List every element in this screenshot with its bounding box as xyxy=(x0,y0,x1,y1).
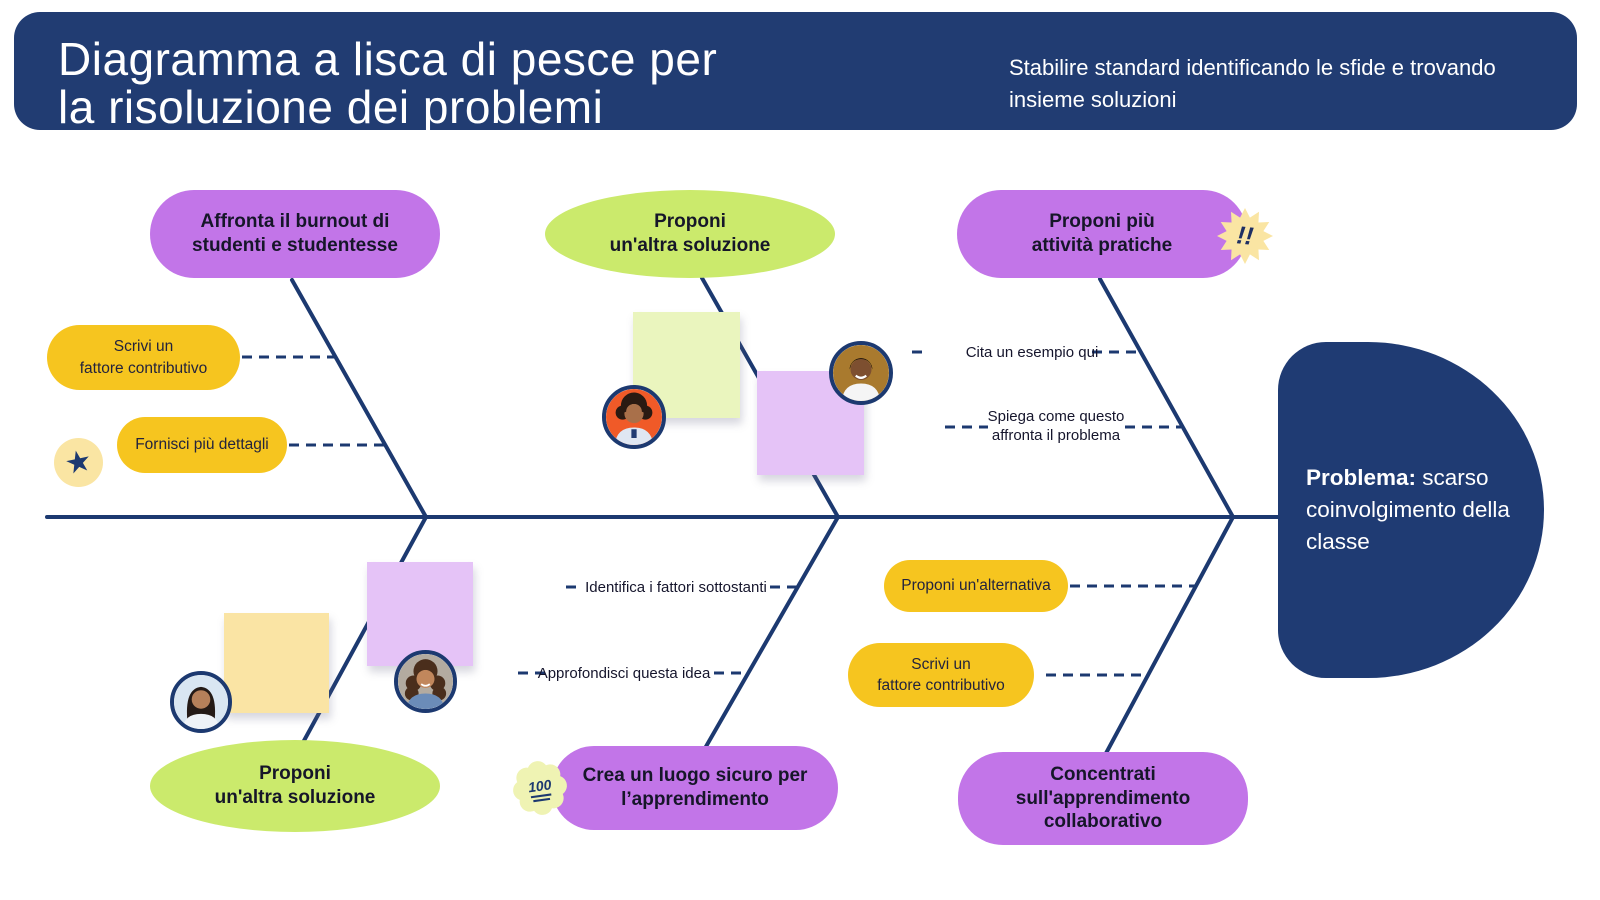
cause-ellipse-bottom-left[interactable]: Proponi un'altra soluzione xyxy=(150,740,440,832)
exclamation-icon: !! xyxy=(1235,220,1255,251)
page-subtitle: Stabilire standard identificando le sfid… xyxy=(1009,55,1496,112)
cause-bubble-bottom-mid[interactable]: Crea un luogo sicuro per l’apprendimento xyxy=(552,746,838,830)
star-icon: ★ xyxy=(61,443,95,481)
header-banner: Diagramma a lisca di pesce per la risolu… xyxy=(14,12,1577,133)
pill-label: Proponi un'alternativa xyxy=(901,577,1051,595)
avatar-collaborator-1[interactable] xyxy=(602,385,666,449)
branch-top-left xyxy=(290,278,428,519)
pill-alternative[interactable]: Proponi un'alternativa xyxy=(884,560,1068,612)
hundred-text: 100 xyxy=(527,776,553,795)
avatar-2-image xyxy=(833,345,889,401)
problem-prefix: Problema: xyxy=(1306,465,1417,491)
pill-label: Scrivi un fattore contributivo xyxy=(877,655,1005,694)
avatar-collaborator-3[interactable] xyxy=(170,671,232,733)
sticky-note-yellow[interactable] xyxy=(224,613,329,713)
hint-spiega[interactable]: Spiega come questo affronta il problema xyxy=(987,408,1125,444)
burst-icon xyxy=(1217,208,1273,264)
hint-identifica[interactable]: Identifica i fattori sottostanti xyxy=(585,579,767,596)
problem-label: Problema: scarso coinvolgimento della cl… xyxy=(1278,462,1518,558)
avatar-collaborator-2[interactable] xyxy=(829,341,893,405)
pill-contrib-bottom[interactable]: Scrivi un fattore contributivo xyxy=(848,643,1034,707)
problem-head[interactable]: Problema: scarso coinvolgimento della cl… xyxy=(1278,342,1544,678)
pill-details[interactable]: Fornisci più dettagli xyxy=(117,417,287,473)
page-title: Diagramma a lisca di pesce per la risolu… xyxy=(58,33,718,133)
hundred-badge[interactable]: 100 xyxy=(508,756,571,819)
cause-ellipse-top-mid[interactable]: Proponi un'altra soluzione xyxy=(545,190,835,278)
cause-label: Affronta il burnout di studenti e studen… xyxy=(192,211,398,256)
sticky-note-purple-bottom[interactable] xyxy=(367,562,473,666)
cause-bubble-top-left[interactable]: Affronta il burnout di studenti e studen… xyxy=(150,190,440,278)
pill-contrib-top[interactable]: Scrivi un fattore contributivo xyxy=(47,325,240,390)
hundred-icon: 100 xyxy=(513,761,567,815)
avatar-3-image xyxy=(174,675,228,729)
cause-label: Proponi un'altra soluzione xyxy=(609,211,771,256)
cause-label: Concentrati sull'apprendimento collabora… xyxy=(1015,763,1191,833)
avatar-1-image xyxy=(606,389,662,445)
cause-label: Crea un luogo sicuro per l’apprendimento xyxy=(582,765,808,810)
cause-label: Proponi più attività pratiche xyxy=(1031,211,1173,256)
branch-bottom-right xyxy=(1102,515,1235,759)
problem-text: scarso coinvolgimento della classe xyxy=(1306,465,1510,554)
hint-approfondisci[interactable]: Approfondisci questa idea xyxy=(537,665,711,682)
cause-bubble-top-right[interactable]: Proponi più attività pratiche xyxy=(957,190,1247,278)
branch-bottom-mid xyxy=(702,515,840,752)
avatar-4-image xyxy=(398,654,453,709)
cause-label: Proponi un'altra soluzione xyxy=(214,763,376,808)
pill-label: Scrivi un fattore contributivo xyxy=(79,338,208,377)
cause-bubble-bottom-right[interactable]: Concentrati sull'apprendimento collabora… xyxy=(958,752,1248,845)
exclamation-badge[interactable]: !! xyxy=(1217,208,1273,264)
star-badge[interactable]: ★ xyxy=(54,438,103,487)
branch-top-right xyxy=(1098,277,1235,519)
pill-label: Fornisci più dettagli xyxy=(135,436,269,454)
hint-cita[interactable]: Cita un esempio qui xyxy=(965,344,1099,361)
avatar-collaborator-4[interactable] xyxy=(394,650,457,713)
